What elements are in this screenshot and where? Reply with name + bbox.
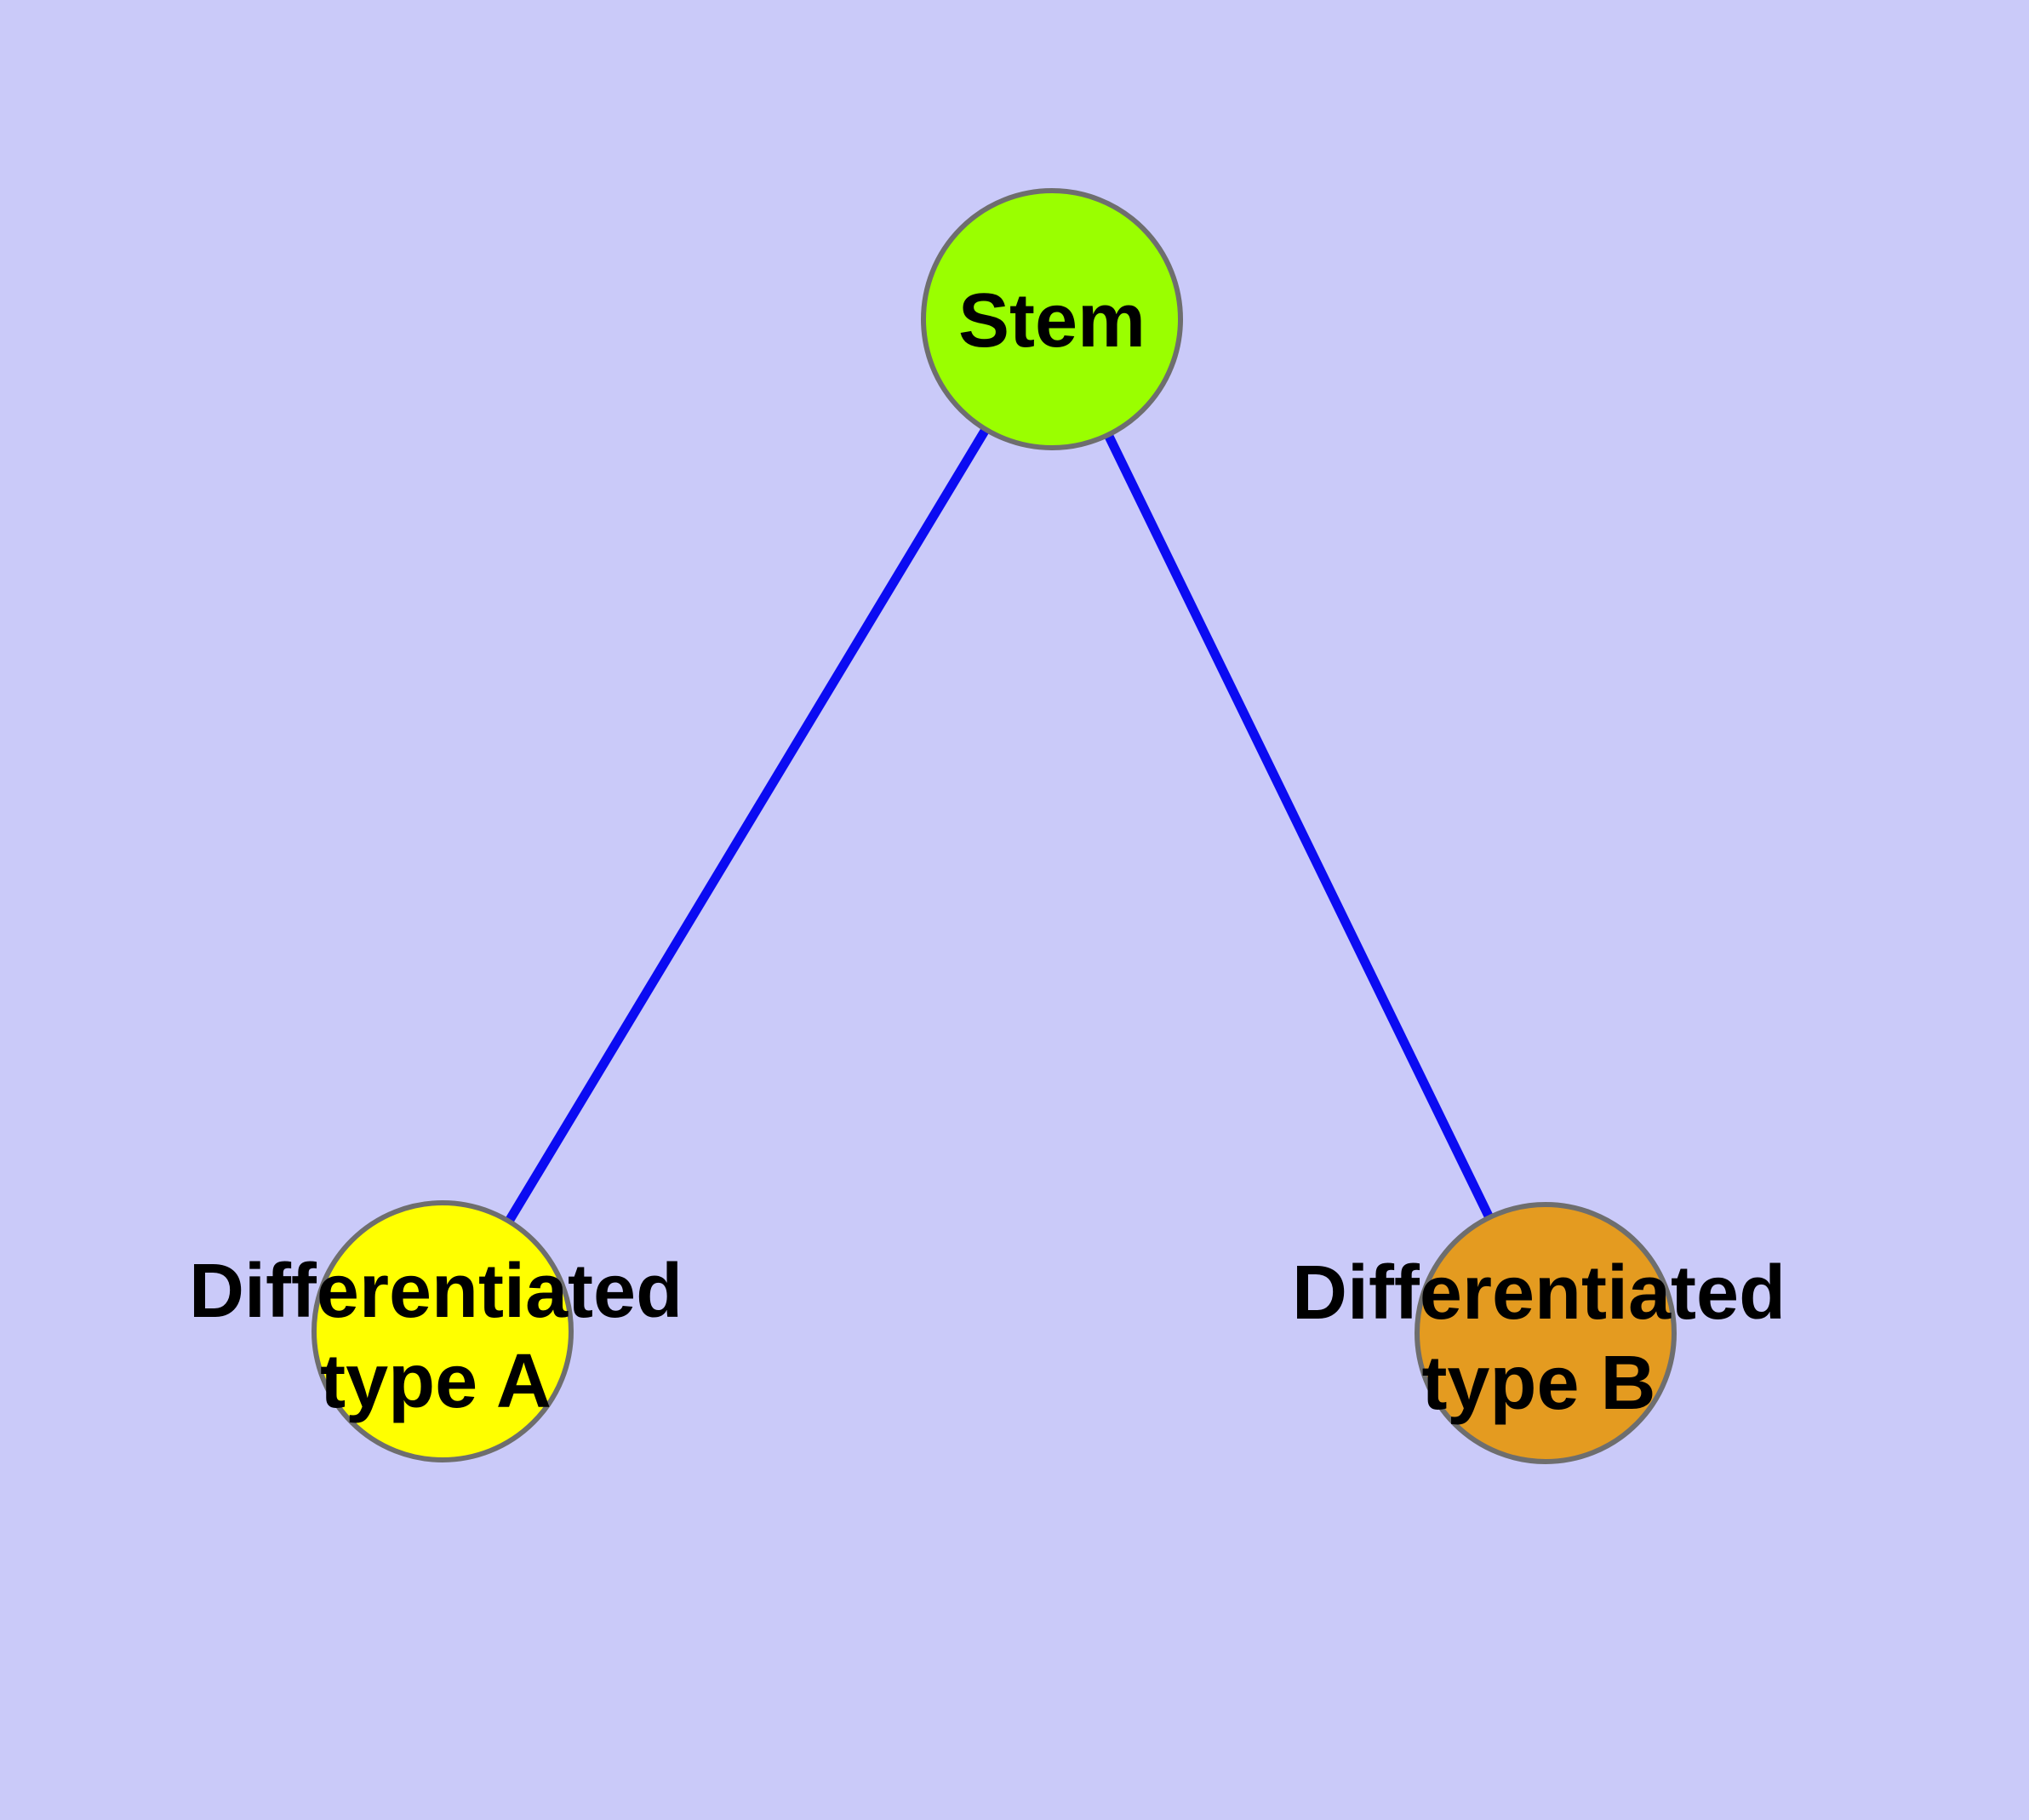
edge-stem-to-type-b [1048,317,1550,1336]
edge-stem-to-type-a [438,317,1056,1334]
node-stem-circle [921,188,1183,450]
node-stem-label: Stem [957,278,1146,363]
node-type-b-circle [1415,1202,1677,1464]
node-type-a-label: Differentiated type A [188,1249,683,1424]
node-type-a-circle [311,1200,574,1462]
node-type-b-label: Differentiated type B [1291,1251,1786,1426]
